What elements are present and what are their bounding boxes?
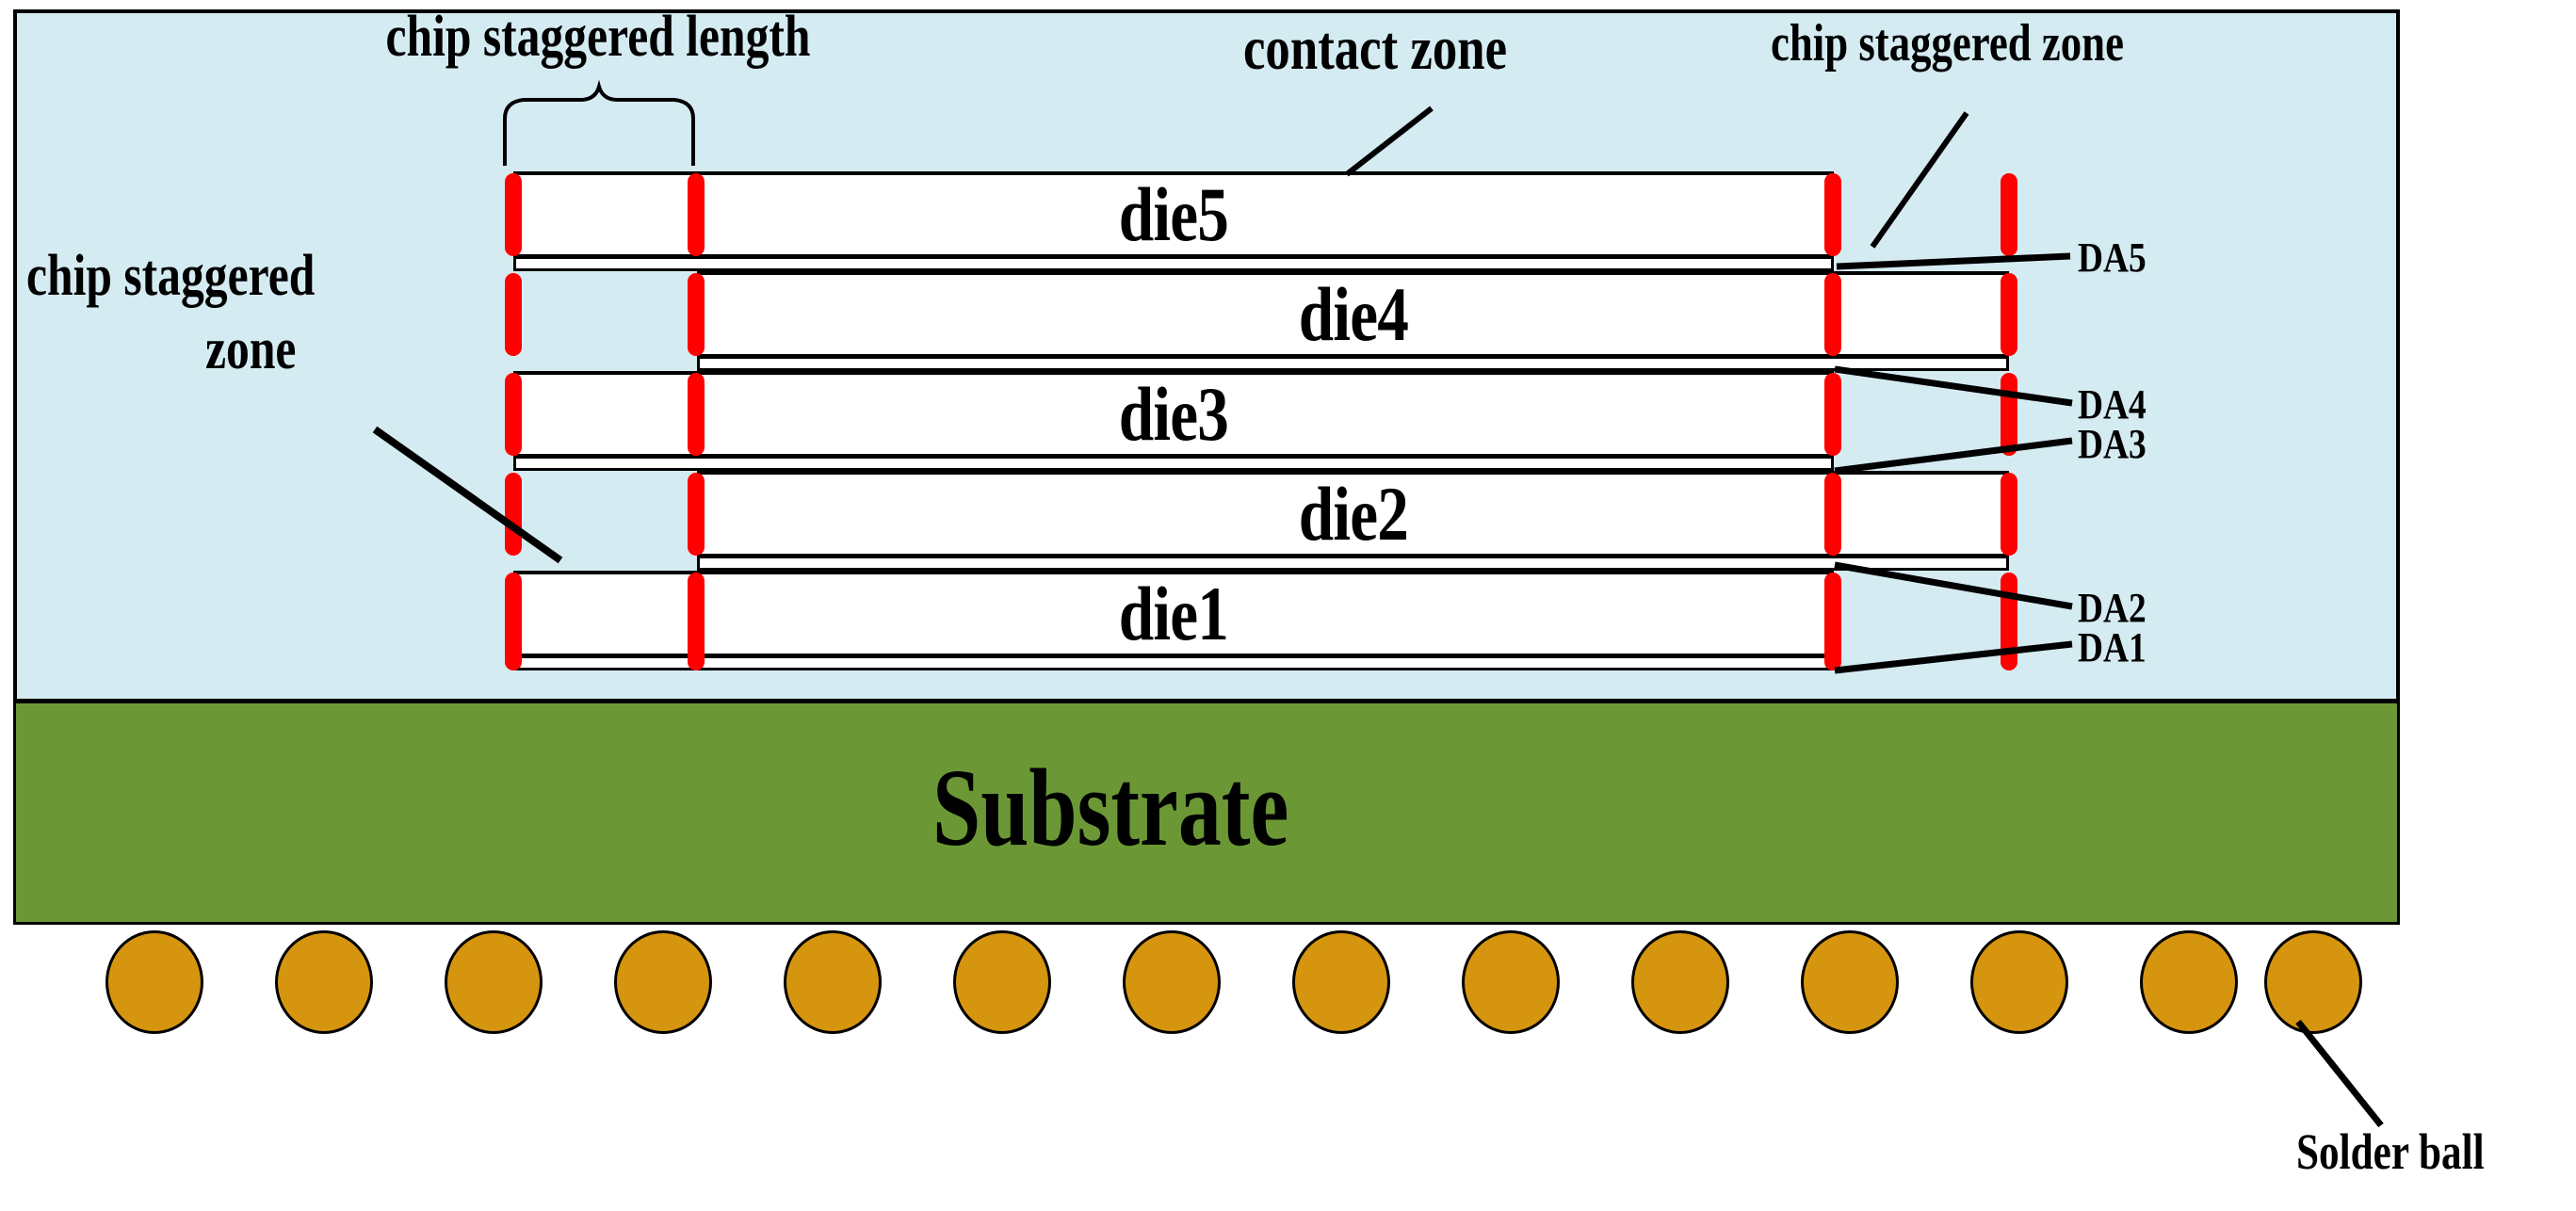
red-marker-outer-die2 <box>2001 473 2017 556</box>
red-marker-inner-die3 <box>688 373 705 456</box>
red-marker-right-die1 <box>1824 573 1841 670</box>
contact-zone-label: contact zone <box>1243 14 1508 83</box>
substrate-block <box>13 701 2400 925</box>
solder-ball <box>1801 930 1899 1034</box>
red-marker-left-die1 <box>505 573 522 670</box>
solder-ball <box>784 930 882 1034</box>
red-marker-inner-die2 <box>688 473 705 556</box>
solder-ball <box>275 930 373 1034</box>
red-marker-left-die4-gap <box>505 273 522 356</box>
die4-body: die4 <box>697 271 2009 358</box>
DA4-label: DA4 <box>2078 381 2147 428</box>
solder-ball <box>2140 930 2238 1034</box>
die-attach-layer-DA4 <box>697 356 2009 371</box>
solder-ball <box>1631 930 1729 1034</box>
die5-label: die5 <box>1118 171 1229 257</box>
red-marker-left-die3 <box>505 373 522 456</box>
red-marker-inner-die5 <box>688 173 705 256</box>
solder-ball <box>445 930 543 1034</box>
die4-label: die4 <box>1298 271 1408 357</box>
die2-label: die2 <box>1298 471 1408 557</box>
chip-staggered-zone-left-label-line2: zone <box>205 317 297 381</box>
DA5-label: DA5 <box>2078 234 2147 281</box>
red-marker-outer-die5 <box>2001 173 2017 256</box>
red-marker-right-die4-inner <box>1824 273 1841 356</box>
solder-ball <box>1970 930 2068 1034</box>
die-attach-layer-DA5 <box>513 256 1834 271</box>
red-marker-left-die5 <box>505 173 522 256</box>
die-attach-layer-DA1 <box>513 655 1834 670</box>
chip-staggered-zone-right-label: chip staggered zone <box>1771 14 2124 73</box>
die-attach-layer-DA3 <box>513 456 1834 471</box>
red-marker-right-die5 <box>1824 173 1841 256</box>
die1-label: die1 <box>1118 571 1229 656</box>
DA2-label: DA2 <box>2078 585 2147 631</box>
solder-ball-leader-line <box>2295 1019 2384 1128</box>
solder-ball <box>1462 930 1560 1034</box>
solder-ball <box>953 930 1051 1034</box>
substrate-label: Substrate <box>932 746 1289 869</box>
chip-staggered-length-label: chip staggered length <box>385 5 811 69</box>
die1-body: die1 <box>513 571 1834 657</box>
red-marker-outer-die1 <box>2001 573 2017 670</box>
red-marker-right-die3 <box>1824 373 1841 456</box>
solder-ball <box>1123 930 1221 1034</box>
solder-ball <box>2264 930 2362 1034</box>
die5-body: die5 <box>513 171 1834 258</box>
die3-body: die3 <box>513 371 1834 458</box>
die-attach-layer-DA2 <box>697 556 2009 571</box>
red-marker-left-die2-gap <box>505 473 522 556</box>
red-marker-right-die2-inner <box>1824 473 1841 556</box>
DA3-label: DA3 <box>2078 421 2147 467</box>
red-marker-inner-die1 <box>688 573 705 670</box>
solder-ball <box>1292 930 1390 1034</box>
DA1-label: DA1 <box>2078 624 2147 670</box>
solder-ball <box>614 930 712 1034</box>
solder-ball <box>105 930 203 1034</box>
chip-staggered-zone-left-label-line1: chip staggered <box>26 244 316 308</box>
die3-label: die3 <box>1118 371 1229 457</box>
red-marker-outer-die4 <box>2001 273 2017 356</box>
solder-ball-label: Solder ball <box>2296 1123 2485 1180</box>
die2-body: die2 <box>697 471 2009 557</box>
red-marker-inner-die4 <box>688 273 705 356</box>
red-marker-outer-die3 <box>2001 373 2017 456</box>
